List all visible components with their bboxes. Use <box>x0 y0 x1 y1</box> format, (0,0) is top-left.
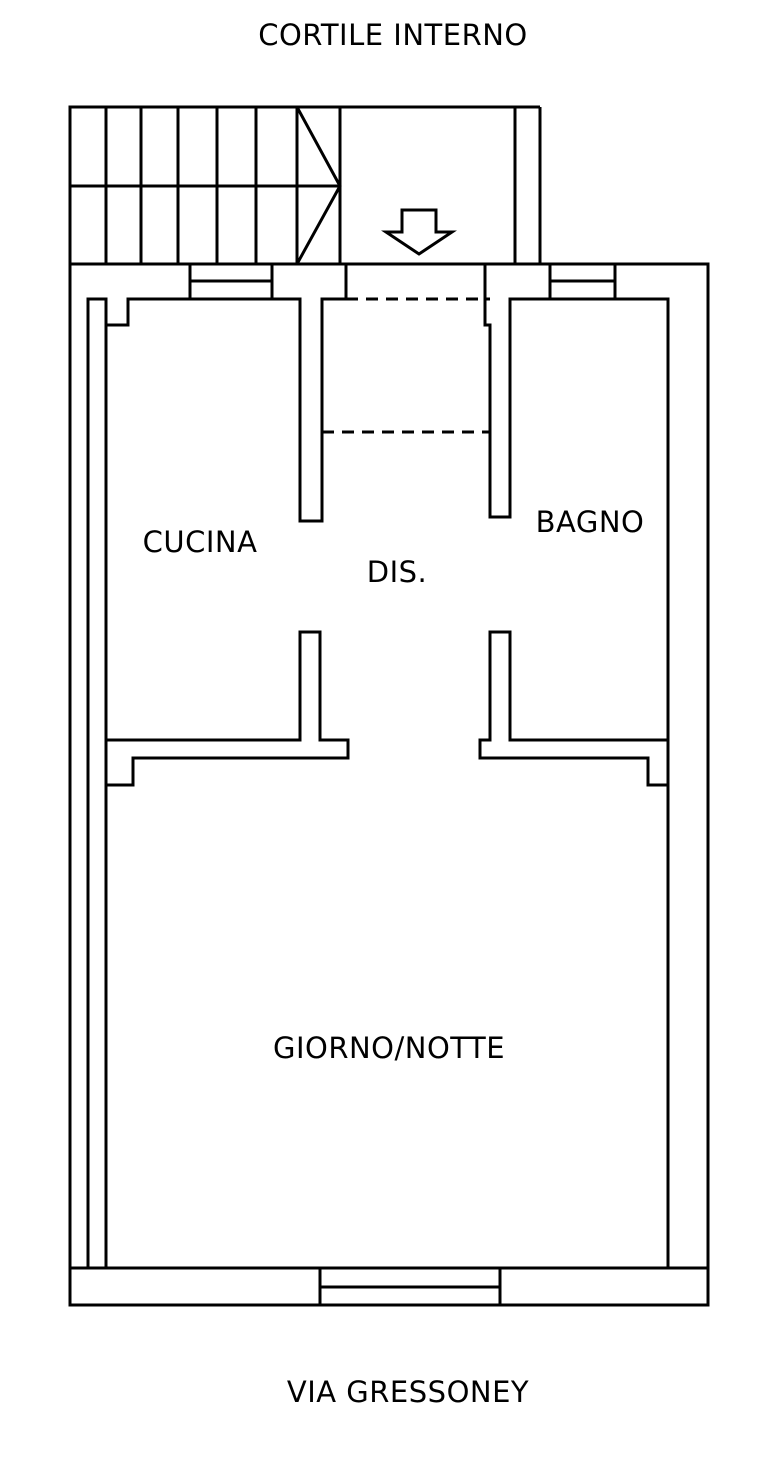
arrow-down-icon <box>381 208 457 256</box>
hallway-label: DIS. <box>367 555 428 589</box>
bathroom-partition-wall <box>478 630 670 787</box>
kitchen-label: CUCINA <box>143 525 258 559</box>
street-label: VIA GRESSONEY <box>287 1375 529 1409</box>
living-room-label: GIORNO/NOTTE <box>273 1031 505 1065</box>
kitchen-partition-wall <box>104 630 350 787</box>
entrance-landing <box>340 105 542 264</box>
courtyard-label: CORTILE INTERNO <box>258 18 528 52</box>
exterior-wall-top <box>68 262 710 1307</box>
stairs-icon <box>68 105 342 266</box>
bathroom-label: BAGNO <box>536 505 645 539</box>
exterior-wall-bottom <box>68 1266 710 1307</box>
